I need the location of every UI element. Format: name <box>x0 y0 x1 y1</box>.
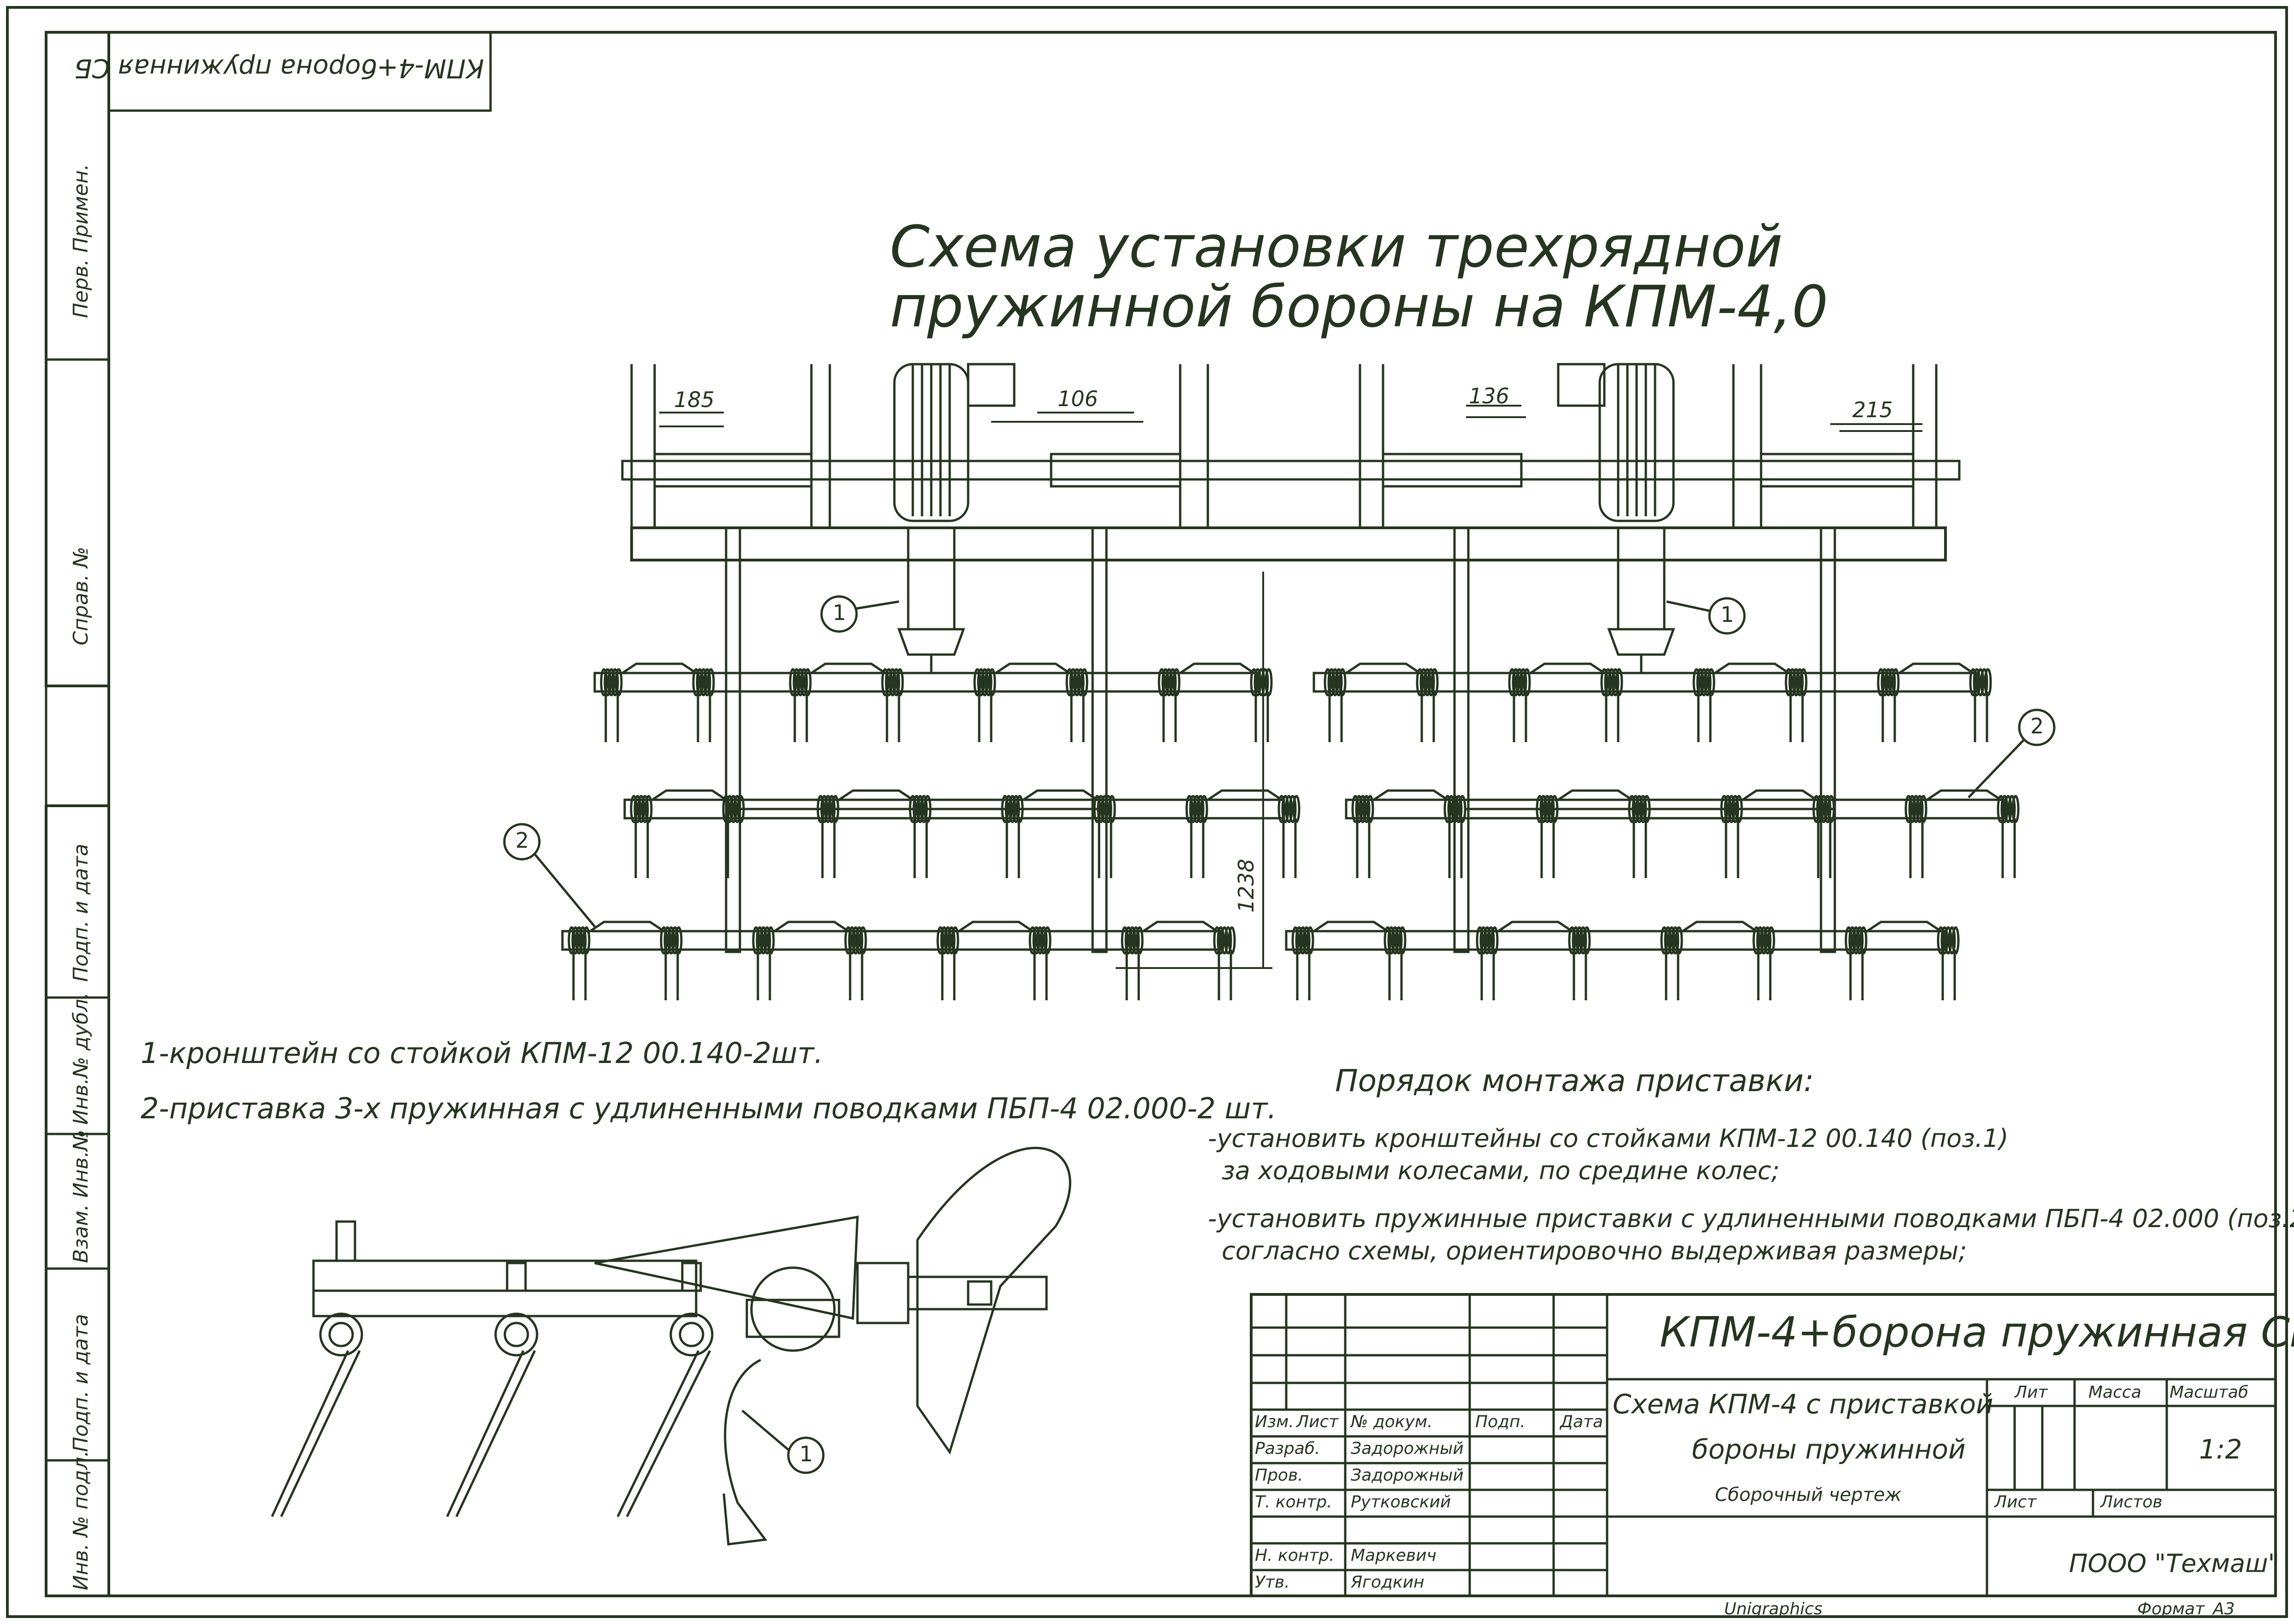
dimension-106: 106 <box>1058 386 1098 411</box>
assembly-heading: Порядок монтажа приставки: <box>1335 1063 1814 1098</box>
tb-company: ПООО "Техмаш" <box>2069 1549 2280 1578</box>
tb-col-podp: Подп. <box>1475 1412 1525 1431</box>
assembly-step-1-line-1: -установить кронштейны со стойками КПМ-1… <box>1208 1124 2009 1153</box>
tb-lit: Лит <box>2015 1383 2048 1402</box>
side-label-podp-data-1: Подп. и дата <box>69 844 93 982</box>
dimension-lines <box>659 405 1922 969</box>
tb-masshtab: Масштаб <box>2170 1383 2249 1402</box>
left-strip <box>45 31 110 1597</box>
cultivator-frame <box>621 363 1961 953</box>
tb-name-line-1: Схема КПМ-4 с приставкой <box>1613 1388 1993 1420</box>
title-line-1: Схема установки трехрядной <box>890 214 1783 280</box>
side-label-perv-primen: Перв. Примен. <box>69 164 93 318</box>
stamp-mirrored: КПМ-4+борона пружинная СБ <box>74 53 484 83</box>
side-label-vzam-inv: Взам. Инв.№ <box>69 1129 93 1263</box>
outer-frame <box>6 6 2288 1618</box>
side-view <box>271 1147 1071 1546</box>
tb-razrab-role: Разраб. <box>1255 1439 1320 1458</box>
tb-nkontr-role: Н. контр. <box>1255 1546 1335 1565</box>
tb-listov: Листов <box>2100 1493 2163 1512</box>
tb-list: Лист <box>1994 1493 2037 1512</box>
dimension-215: 215 <box>1852 397 1893 422</box>
side-label-inv-podl: Инв. № подл. <box>69 1450 93 1590</box>
stamp-box <box>107 31 492 112</box>
tb-name-line-2: бороны пружинной <box>1692 1434 1966 1465</box>
tb-col-doc: № докум. <box>1351 1412 1433 1431</box>
footer-software: Unigraphics <box>1724 1600 1823 1618</box>
tb-nkontr-name: Маркевич <box>1351 1546 1437 1565</box>
tb-col-date: Дата <box>1560 1412 1603 1431</box>
callout-2-right: 2 <box>2030 714 2044 738</box>
tb-utv-name: Ягодкин <box>1351 1573 1425 1592</box>
callout-2-left: 2 <box>515 828 529 853</box>
dimension-185: 185 <box>674 387 715 412</box>
tb-utv-role: Утв. <box>1255 1573 1290 1592</box>
tb-razrab-name: Задорожный <box>1351 1439 1464 1458</box>
legend-item-1: 1-кронштейн со стойкой КПМ-12 00.140-2шт… <box>141 1036 823 1070</box>
tb-prov-role: Пров. <box>1255 1466 1303 1485</box>
tb-tkontr-name: Рутковский <box>1351 1493 1451 1512</box>
tb-doc-type: Сборочный чертеж <box>1715 1484 1902 1506</box>
title-line-2: пружинной бороны на КПМ-4,0 <box>890 274 1828 340</box>
dimension-1238: 1238 <box>1234 858 1259 913</box>
callout-1-left: 1 <box>833 600 846 625</box>
callout-1-right: 1 <box>1720 602 1734 627</box>
assembly-step-1-line-2: за ходовыми колесами, по средине колес; <box>1222 1156 1780 1185</box>
side-label-podp-data-2: Подп. и дата <box>69 1314 93 1452</box>
assembly-step-2-line-1: -установить пружинные приставки с удлине… <box>1208 1204 2294 1233</box>
side-label-sprav-no: Справ. № <box>69 546 93 645</box>
side-label-inv-dubl: Инв.№ дубл. <box>69 992 93 1125</box>
tb-col-list: Лист <box>1296 1412 1339 1431</box>
tb-massa: Масса <box>2088 1383 2141 1402</box>
footer-format-value: А3 <box>2213 1600 2235 1618</box>
tb-scale: 1:2 <box>2199 1434 2242 1465</box>
tb-designation: КПМ-4+борона пружинная СБ <box>1660 1308 2294 1357</box>
tb-prov-name: Задорожный <box>1351 1466 1464 1485</box>
legend-item-2: 2-приставка 3-х пружинная с удлиненными … <box>141 1092 1277 1125</box>
tb-tkontr-role: Т. контр. <box>1255 1493 1332 1512</box>
callout-1-side: 1 <box>799 1441 813 1466</box>
tb-col-izm: Изм. <box>1255 1412 1294 1431</box>
callout-bubbles <box>503 595 2056 1474</box>
footer-format-label: Формат <box>2137 1600 2205 1618</box>
assembly-step-2-line-2: согласно схемы, ориентировочно выдержива… <box>1222 1236 1967 1265</box>
title-block-grid <box>1250 1293 2277 1597</box>
dimension-136: 136 <box>1469 384 1509 408</box>
